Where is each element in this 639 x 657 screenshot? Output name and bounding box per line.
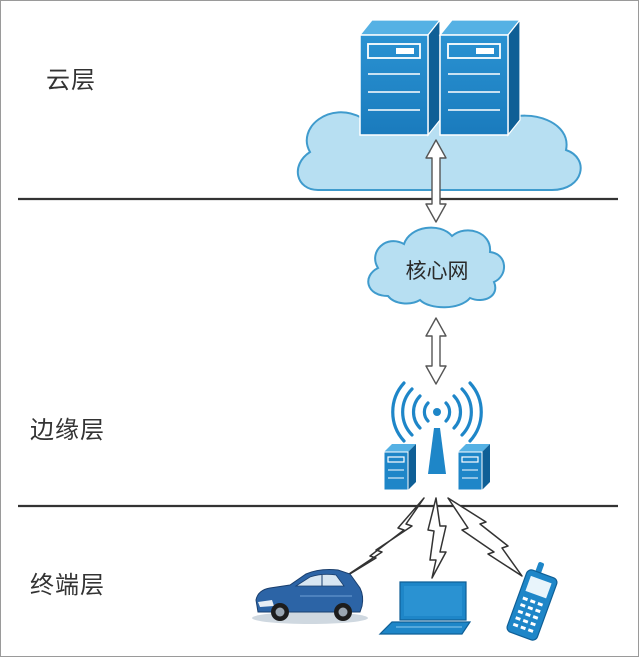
- core-network-label: 核心网: [406, 259, 469, 283]
- wireless-signal-icon: [391, 381, 483, 443]
- label-edge-layer: 边缘层: [30, 416, 105, 444]
- core-network-cloud-icon: 核心网: [367, 226, 505, 309]
- server-icon: [358, 18, 442, 137]
- base-station-icon: [428, 428, 446, 474]
- label-terminal-layer: 终端层: [30, 571, 105, 599]
- server-icon: [457, 444, 490, 491]
- car-icon: [252, 569, 368, 624]
- double-arrow-core-edge: [425, 317, 447, 385]
- wireless-link-phone: [447, 497, 523, 577]
- label-cloud-layer: 云层: [46, 66, 96, 94]
- server-icon: [383, 444, 416, 491]
- laptop-icon: [378, 581, 472, 635]
- double-arrow-cloud-core: [425, 139, 447, 223]
- wireless-link-car: [339, 497, 425, 581]
- mobile-phone-icon: [506, 562, 558, 641]
- wireless-link-laptop: [427, 497, 447, 579]
- server-icon: [438, 18, 522, 137]
